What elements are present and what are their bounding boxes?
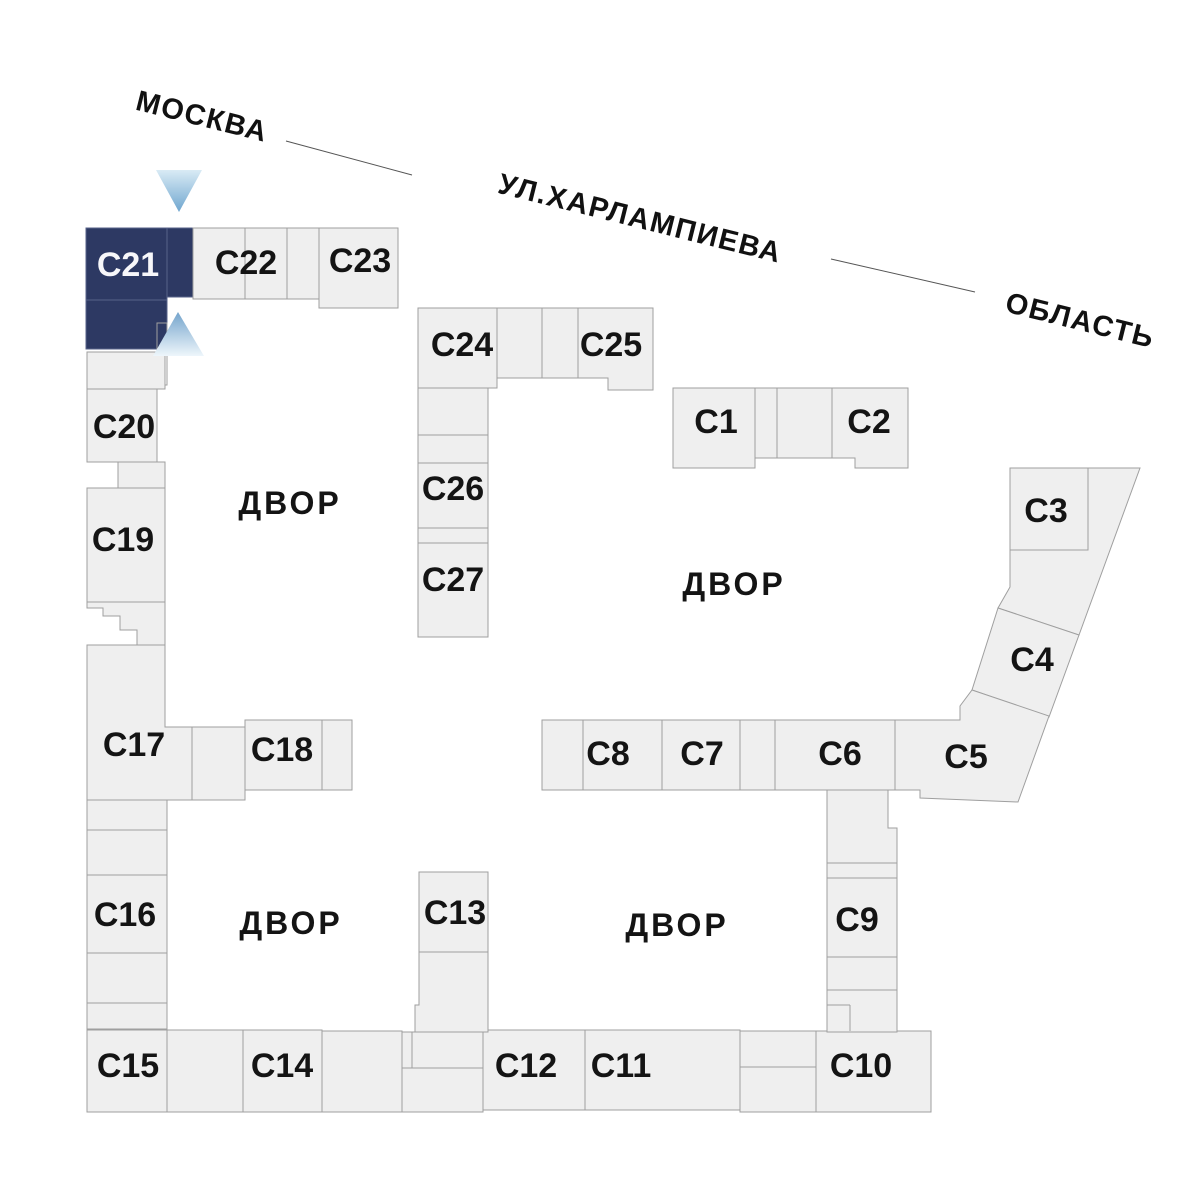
building-c22-c[interactable] — [286, 227, 320, 300]
building-c6[interactable] — [774, 719, 896, 791]
building-c5[interactable] — [894, 689, 1050, 803]
building-label-c6: С6 — [818, 735, 861, 773]
building-label-c12: С12 — [495, 1047, 557, 1085]
building-label-c20: С20 — [93, 408, 155, 446]
building-c21-lower[interactable] — [85, 299, 168, 350]
building-c-strip2[interactable] — [417, 527, 489, 544]
section-lines-layer — [191, 727, 851, 1068]
building-label-c11: С11 — [591, 1047, 652, 1085]
building-label-c4: С4 — [1010, 641, 1054, 679]
courtyard-label-3: ДВОР — [239, 905, 342, 941]
building-label-c2: С2 — [847, 403, 890, 441]
building-s-row-f[interactable] — [739, 1066, 817, 1113]
building-s-row-e[interactable] — [739, 1030, 817, 1068]
building-nw-strip[interactable] — [86, 351, 166, 390]
building-c9-lower[interactable] — [826, 989, 898, 1033]
building-s-row-d[interactable] — [401, 1067, 484, 1113]
building-c1-c[interactable] — [776, 387, 833, 459]
building-c24-c[interactable] — [541, 307, 579, 379]
building-c27[interactable] — [417, 542, 489, 638]
building-label-c21: С21 — [97, 246, 159, 284]
building-s-row-a[interactable] — [166, 1029, 244, 1113]
building-e-strip1[interactable] — [826, 862, 898, 879]
building-label-c16: С16 — [94, 896, 156, 934]
building-e-strip2[interactable] — [826, 956, 898, 991]
building-c13-lower[interactable] — [414, 951, 489, 1033]
building-c20-foot[interactable] — [117, 461, 166, 489]
building-c22-a[interactable] — [192, 227, 246, 300]
building-c18[interactable] — [244, 719, 323, 791]
building-c6-ext[interactable] — [826, 789, 898, 864]
building-label-c15: С15 — [97, 1047, 159, 1085]
street-line-2 — [830, 258, 976, 293]
building-s-row-c[interactable] — [401, 1031, 484, 1069]
building-label-c9: С9 — [835, 901, 878, 939]
building-c21-wing[interactable] — [166, 227, 194, 298]
building-label-c24: С24 — [431, 326, 493, 364]
building-label-c26: С26 — [422, 470, 484, 508]
courtyard-label-4: ДВОР — [625, 907, 728, 943]
building-label-c7: С7 — [680, 735, 723, 773]
building-c1-b[interactable] — [754, 387, 778, 459]
building-c10[interactable] — [815, 1030, 932, 1113]
building-n-row-a[interactable] — [541, 719, 584, 791]
courtyard-label-2: ДВОР — [682, 566, 785, 602]
building-c26[interactable] — [417, 462, 489, 529]
building-w-strip2[interactable] — [86, 829, 168, 876]
building-label-c13: С13 — [424, 894, 486, 932]
building-c25[interactable] — [577, 307, 654, 391]
building-c3[interactable] — [1009, 467, 1089, 551]
building-c23[interactable] — [318, 227, 399, 309]
building-label-c8: С8 — [586, 735, 629, 773]
building-n-row-b[interactable] — [739, 719, 776, 791]
building-c15[interactable] — [86, 1029, 168, 1113]
building-label-c27: С27 — [422, 561, 484, 599]
building-w-strip3[interactable] — [86, 952, 168, 1004]
building-c20[interactable] — [86, 388, 158, 463]
building-label-c10: С10 — [830, 1047, 892, 1085]
courtyard-label-1: ДВОР — [238, 485, 341, 521]
building-c8[interactable] — [582, 719, 663, 791]
building-label-c1: С1 — [694, 403, 737, 441]
building-s-row-b[interactable] — [321, 1030, 403, 1113]
building-label-c19: С19 — [92, 521, 154, 559]
building-c13[interactable] — [418, 871, 489, 953]
building-w-strip1[interactable] — [86, 799, 168, 831]
building-c3-band[interactable] — [997, 467, 1141, 636]
building-c24-b[interactable] — [496, 307, 543, 379]
building-c14[interactable] — [242, 1029, 323, 1113]
building-c16[interactable] — [86, 874, 168, 954]
building-c24[interactable] — [417, 307, 498, 389]
building-c12[interactable] — [482, 1029, 586, 1111]
building-w-stairs[interactable] — [86, 601, 166, 646]
building-label-c17: С17 — [103, 726, 165, 764]
building-label-c18: С18 — [251, 731, 313, 769]
building-label-c25: С25 — [580, 326, 642, 364]
building-c7[interactable] — [661, 719, 741, 791]
building-c22-b[interactable] — [244, 227, 288, 300]
building-label-c23: С23 — [329, 242, 391, 280]
building-c1[interactable] — [672, 387, 756, 469]
building-label-c3: С3 — [1024, 492, 1067, 530]
building-w-strip4[interactable] — [86, 1002, 168, 1030]
buildings-layer — [85, 227, 1141, 1113]
building-label-c5: С5 — [944, 738, 987, 776]
moscow-direction-arrow — [156, 170, 202, 212]
entrance-arrow — [153, 312, 204, 356]
building-c2[interactable] — [831, 387, 909, 469]
building-label-c22-a: С22 — [215, 244, 277, 282]
arrows-layer — [153, 170, 204, 356]
building-c9[interactable] — [826, 877, 898, 958]
building-c-strip1[interactable] — [417, 434, 489, 464]
building-c18-b[interactable] — [321, 719, 353, 791]
building-c19[interactable] — [86, 487, 166, 603]
building-c24-lower[interactable] — [417, 387, 489, 436]
street-line-1 — [285, 140, 413, 176]
building-label-c14: С14 — [251, 1047, 313, 1085]
